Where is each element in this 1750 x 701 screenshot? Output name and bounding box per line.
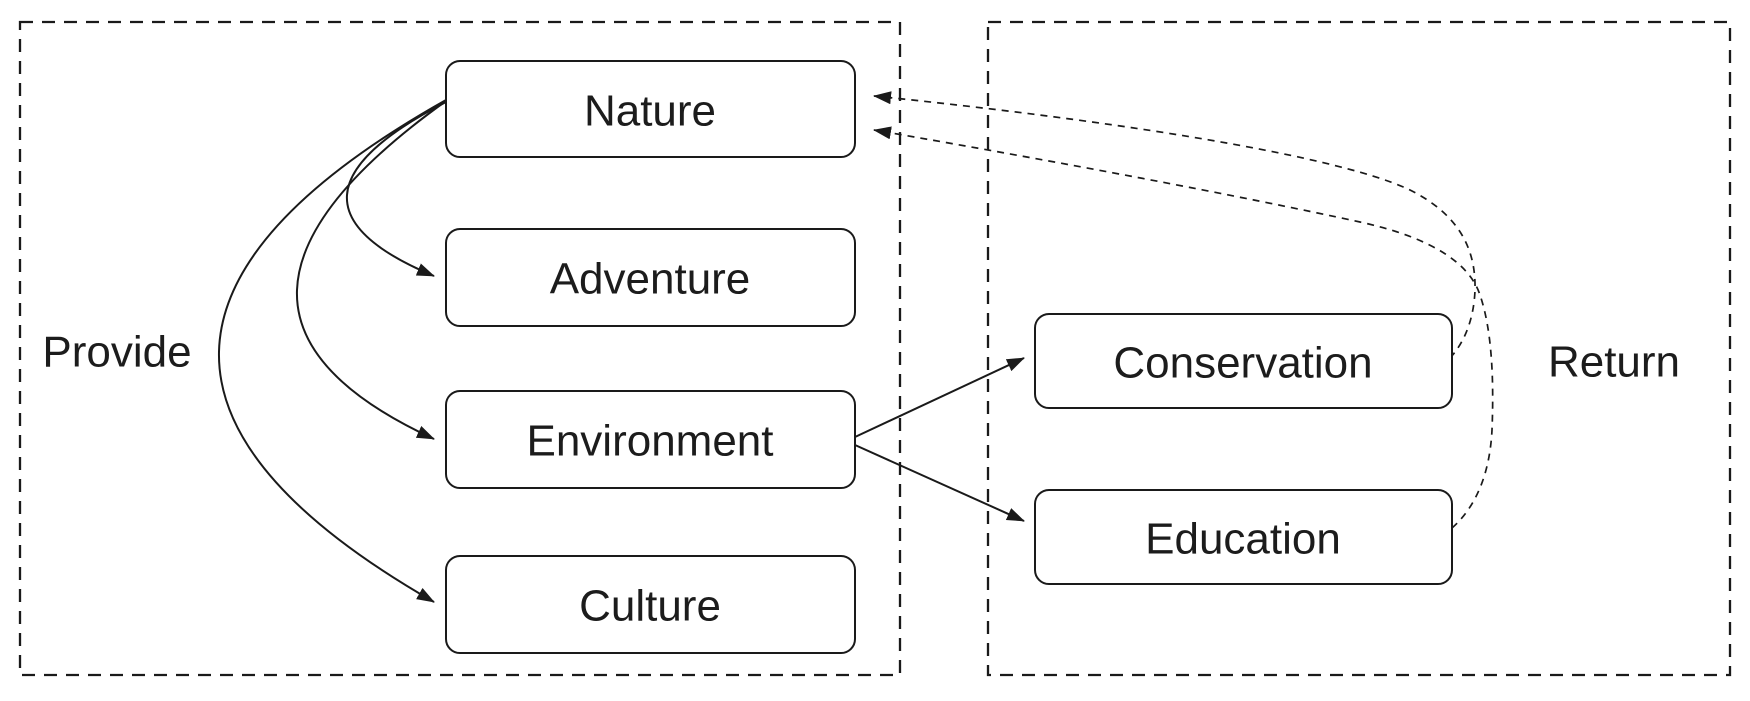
- provide-group-label: Provide: [42, 328, 191, 377]
- node-culture: Culture: [445, 555, 856, 654]
- provide-group-container: [18, 20, 902, 677]
- node-environment-label: Environment: [526, 417, 773, 466]
- node-adventure-box: [445, 228, 856, 327]
- node-adventure-label: Adventure: [550, 255, 751, 304]
- edge-nature-culture: [218, 99, 447, 603]
- node-culture-label: Culture: [579, 582, 721, 631]
- return-group-container: [986, 20, 1732, 677]
- node-environment-box: [445, 390, 856, 489]
- node-education: Education: [1034, 489, 1453, 585]
- node-culture-box: [445, 555, 856, 654]
- node-education-label: Education: [1145, 515, 1341, 564]
- node-adventure: Adventure: [445, 228, 856, 327]
- edge-nature-adventure: [345, 101, 447, 277]
- node-conservation-box: [1034, 313, 1453, 409]
- edge-environment-conservation: [854, 357, 1025, 438]
- node-nature: Nature: [445, 60, 856, 158]
- node-nature-box: [445, 60, 856, 158]
- edge-environment-education: [854, 444, 1025, 522]
- node-nature-label: Nature: [584, 87, 716, 136]
- node-conservation-label: Conservation: [1113, 339, 1372, 388]
- node-conservation: Conservation: [1034, 313, 1453, 409]
- return-group-label: Return: [1548, 338, 1680, 387]
- node-education-box: [1034, 489, 1453, 585]
- edge-education-nature: [873, 126, 1494, 529]
- node-environment: Environment: [445, 390, 856, 489]
- edge-nature-environment: [296, 100, 447, 440]
- edge-conservation-nature: [873, 91, 1476, 359]
